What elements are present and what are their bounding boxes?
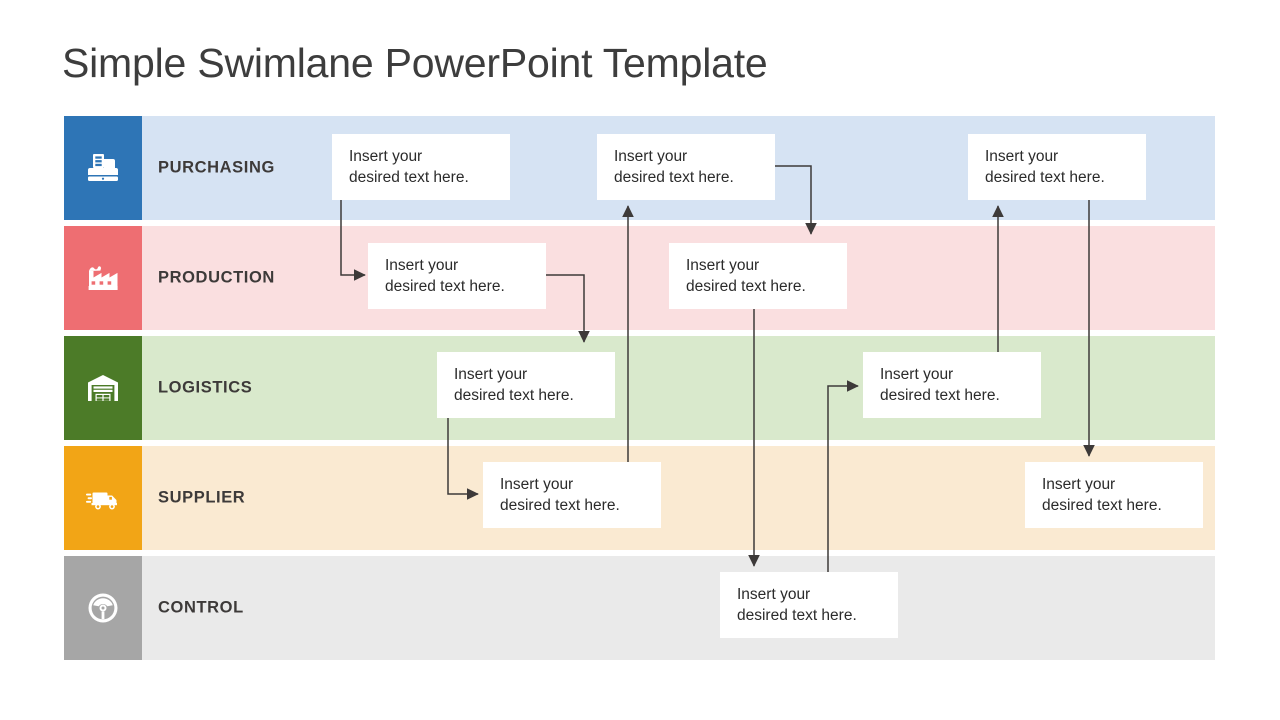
lane-header-purchasing: [64, 116, 142, 220]
text-box-purchasing-3[interactable]: Insert your desired text here.: [968, 134, 1146, 200]
text-line-2: desired text here.: [686, 278, 806, 295]
text-line-2: desired text here.: [500, 497, 620, 514]
lane-header-logistics: [64, 336, 142, 440]
text-line-1: Insert your: [686, 257, 760, 274]
swimlane-production: PRODUCTION: [64, 226, 1215, 330]
text-box-control-1[interactable]: Insert your desired text here.: [720, 572, 898, 638]
lane-label-purchasing: PURCHASING: [158, 158, 275, 177]
lane-body-control: CONTROL: [142, 556, 1215, 660]
warehouse-icon: [82, 367, 124, 409]
text-line-1: Insert your: [385, 257, 459, 274]
delivery-truck-icon: [82, 477, 124, 519]
text-line-2: desired text here.: [614, 169, 734, 186]
steering-wheel-icon: [82, 587, 124, 629]
factory-icon: [82, 257, 124, 299]
text-box-production-2[interactable]: Insert your desired text here.: [669, 243, 847, 309]
text-line-2: desired text here.: [737, 607, 857, 624]
text-line-1: Insert your: [1042, 476, 1116, 493]
lane-header-control: [64, 556, 142, 660]
text-box-logistics-1[interactable]: Insert your desired text here.: [437, 352, 615, 418]
text-line-1: Insert your: [737, 586, 811, 603]
text-line-1: Insert your: [614, 148, 688, 165]
text-line-2: desired text here.: [385, 278, 505, 295]
lane-body-logistics: LOGISTICS: [142, 336, 1215, 440]
lane-label-logistics: LOGISTICS: [158, 378, 253, 397]
text-line-2: desired text here.: [880, 387, 1000, 404]
lane-label-control: CONTROL: [158, 598, 244, 617]
swimlane-logistics: LOGISTICS: [64, 336, 1215, 440]
text-line-2: desired text here.: [1042, 497, 1162, 514]
text-line-1: Insert your: [500, 476, 574, 493]
lane-label-supplier: SUPPLIER: [158, 488, 246, 507]
text-line-1: Insert your: [985, 148, 1059, 165]
text-box-production-1[interactable]: Insert your desired text here.: [368, 243, 546, 309]
text-line-2: desired text here.: [349, 169, 469, 186]
page-title: Simple Swimlane PowerPoint Template: [62, 40, 768, 86]
text-line-1: Insert your: [880, 366, 954, 383]
text-line-2: desired text here.: [985, 169, 1105, 186]
text-box-supplier-1[interactable]: Insert your desired text here.: [483, 462, 661, 528]
lane-header-production: [64, 226, 142, 330]
lane-label-production: PRODUCTION: [158, 268, 275, 287]
text-box-supplier-2[interactable]: Insert your desired text here.: [1025, 462, 1203, 528]
lane-header-supplier: [64, 446, 142, 550]
text-box-purchasing-2[interactable]: Insert your desired text here.: [597, 134, 775, 200]
text-box-logistics-2[interactable]: Insert your desired text here.: [863, 352, 1041, 418]
text-line-2: desired text here.: [454, 387, 574, 404]
swimlane-control: CONTROL: [64, 556, 1215, 660]
cash-register-icon: [82, 147, 124, 189]
text-box-purchasing-1[interactable]: Insert your desired text here.: [332, 134, 510, 200]
text-line-1: Insert your: [454, 366, 528, 383]
text-line-1: Insert your: [349, 148, 423, 165]
